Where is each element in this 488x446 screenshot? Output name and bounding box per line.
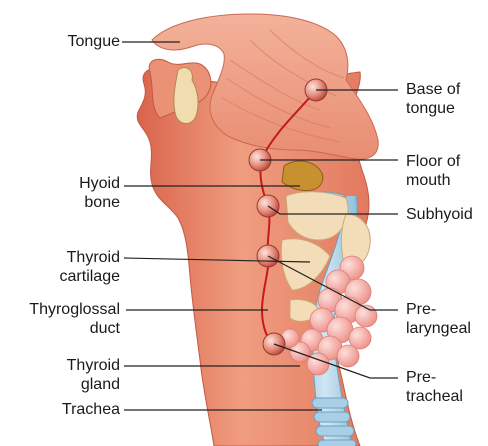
label-thyroglossal-duct: Thyroglossal duct xyxy=(29,300,120,338)
label-floor-of-mouth: Floor of mouth xyxy=(406,152,460,190)
label-tongue: Tongue xyxy=(68,32,121,51)
label-pre-tracheal: Pre- tracheal xyxy=(406,368,463,406)
label-pre-laryngeal: Pre- laryngeal xyxy=(406,300,471,338)
label-hyoid-bone: Hyoid bone xyxy=(79,174,120,212)
label-base-of-tongue: Base of tongue xyxy=(406,80,460,118)
label-thyroid-gland: Thyroid gland xyxy=(67,356,120,394)
label-subhyoid: Subhyoid xyxy=(406,205,473,224)
label-thyroid-cartilage: Thyroid cartilage xyxy=(60,248,120,286)
label-trachea: Trachea xyxy=(62,400,120,419)
